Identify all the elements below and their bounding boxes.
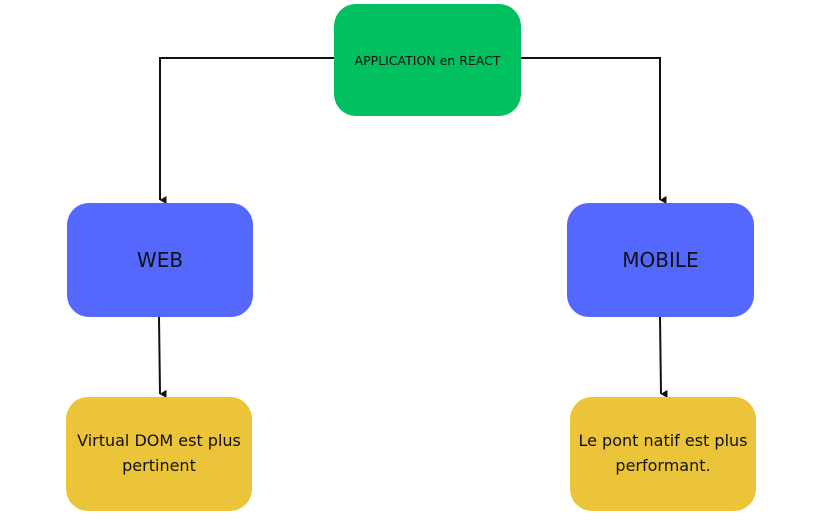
node-pont-natif: Le pont natif est plus performant. <box>570 397 756 511</box>
node-virtual-dom-label: Virtual DOM est plus pertinent <box>77 431 241 475</box>
node-mobile: MOBILE <box>567 203 754 317</box>
node-mobile-label: MOBILE <box>622 248 699 272</box>
edge-root-to-mobile <box>521 57 667 204</box>
node-application-react-label: APPLICATION en REACT <box>354 52 501 68</box>
node-application-react: APPLICATION en REACT <box>334 4 521 116</box>
node-web-label: WEB <box>136 248 184 272</box>
node-virtual-dom: Virtual DOM est plus pertinent <box>66 397 252 511</box>
node-web: WEB <box>67 203 253 317</box>
node-pont-natif-label: Le pont natif est plus performant. <box>578 431 748 475</box>
edge-root-to-web <box>159 57 334 204</box>
edge-web-to-virtual-dom <box>158 316 167 398</box>
edge-mobile-to-pont-natif <box>659 316 668 398</box>
